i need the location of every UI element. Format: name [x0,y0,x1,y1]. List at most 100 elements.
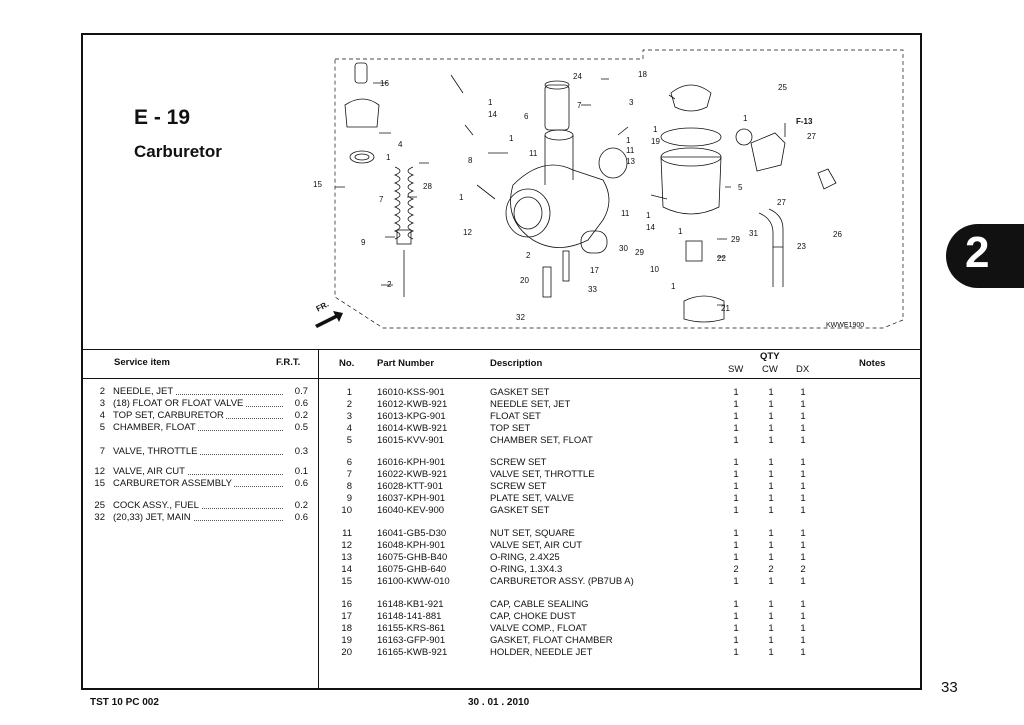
svg-text:27: 27 [777,198,786,207]
service-item-no: 5 [99,422,105,433]
part-number: 16012-KWB-921 [377,399,448,410]
part-no: 12 [341,540,352,551]
part-qty-sw: 1 [733,635,739,646]
dot-leader [113,520,283,521]
svg-text:33: 33 [588,285,597,294]
part-qty-dx: 1 [800,493,806,504]
part-qty-cw: 1 [768,505,774,516]
service-item-name: CARBURETOR ASSEMBLY [113,478,234,489]
front-arrow-icon [315,311,343,328]
svg-text:11: 11 [626,146,635,155]
dot-leader [113,430,283,431]
part-number: 16015-KVV-901 [377,435,445,446]
service-item-name: (20,33) JET, MAIN [113,512,193,523]
part-qty-dx: 2 [800,564,806,575]
part-qty-cw: 1 [768,552,774,563]
service-item-name: NEEDLE, JET [113,386,176,397]
svg-text:1: 1 [743,114,748,123]
service-item-no: 2 [99,386,105,397]
part-no: 15 [341,576,352,587]
part-qty-sw: 1 [733,623,739,634]
part-qty-cw: 1 [768,576,774,587]
part-qty-cw: 1 [768,435,774,446]
part-number: 16028-KTT-901 [377,481,444,492]
part-qty-sw: 1 [733,599,739,610]
part-number: 16100-KWW-010 [377,576,450,587]
part-description: GASKET SET [490,387,550,398]
service-item-name: VALVE, THROTTLE [113,446,200,457]
svg-text:5: 5 [738,183,743,192]
svg-text:18: 18 [638,70,647,79]
svg-text:8: 8 [468,156,473,165]
svg-text:16: 16 [380,79,389,88]
part-description: SCREW SET [490,481,547,492]
svg-text:1: 1 [646,211,651,220]
part-qty-dx: 1 [800,399,806,410]
part-description: FLOAT SET [490,411,541,422]
service-item-header: Service item [114,357,170,368]
svg-text:17: 17 [590,266,599,275]
part-description: HOLDER, NEEDLE JET [490,647,593,658]
part-number: 16155-KRS-861 [377,623,446,634]
part-no: 19 [341,635,352,646]
service-item-name: VALVE, AIR CUT [113,466,187,477]
svg-text:14: 14 [488,110,497,119]
part-qty-sw: 1 [733,552,739,563]
part-qty-sw: 1 [733,528,739,539]
part-qty-dx: 1 [800,623,806,634]
part-no: 16 [341,599,352,610]
part-no: 5 [346,435,352,446]
part-description: PLATE SET, VALVE [490,493,574,504]
part-qty-dx: 1 [800,576,806,587]
page-frame: E - 19 Carburetor [81,33,922,690]
svg-text:2: 2 [526,251,531,260]
svg-text:F-13: F-13 [796,117,813,126]
table-header-rule [83,378,920,379]
part-description: NEEDLE SET, JET [490,399,571,410]
part-qty-cw: 1 [768,635,774,646]
part-number: 16165-KWB-921 [377,647,448,658]
part-description: TOP SET [490,423,531,434]
part-description: O-RING, 1.3X4.3 [490,564,563,575]
service-item-frt: 0.2 [291,410,308,421]
service-item-frt: 0.7 [291,386,308,397]
svg-text:10: 10 [650,265,659,274]
svg-text:11: 11 [621,209,630,218]
service-item-no: 15 [94,478,105,489]
diagram-callouts: 16 24 18 25 1 14 6 7 3 1 F-13 4 1 1 1 19… [313,70,842,322]
part-qty-dx: 1 [800,457,806,468]
service-item-name: TOP SET, CARBURETOR [113,410,226,421]
part-number: 16037-KPH-901 [377,493,446,504]
footer-doc-code: TST 10 PC 002 [90,697,159,708]
part-number: 16048-KPH-901 [377,540,446,551]
part-description: GASKET, FLOAT CHAMBER [490,635,613,646]
part-description: NUT SET, SQUARE [490,528,575,539]
svg-text:28: 28 [423,182,432,191]
service-item-frt: 0.6 [291,512,308,523]
part-no: 13 [341,552,352,563]
part-number: 16040-KEV-900 [377,505,445,516]
part-description: CAP, CHOKE DUST [490,611,576,622]
part-description: VALVE COMP., FLOAT [490,623,587,634]
svg-text:1: 1 [488,98,493,107]
part-no: 2 [346,399,352,410]
part-qty-cw: 1 [768,493,774,504]
part-qty-cw: 1 [768,387,774,398]
svg-text:1: 1 [626,136,631,145]
svg-text:7: 7 [379,195,384,204]
part-qty-sw: 1 [733,576,739,587]
part-qty-cw: 1 [768,457,774,468]
service-item-frt: 0.5 [291,422,308,433]
chapter-tab-number: 2 [965,228,990,277]
